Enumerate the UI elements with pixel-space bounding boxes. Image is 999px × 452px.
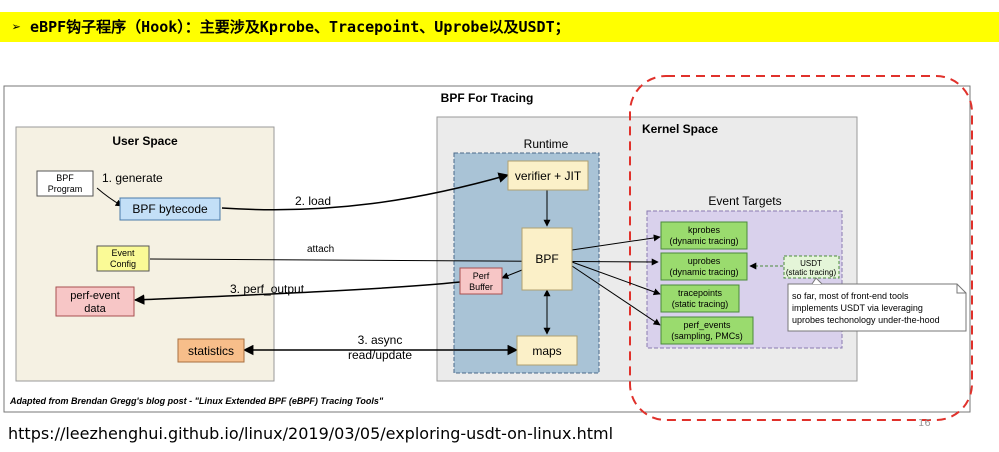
- note-box: [787, 283, 967, 332]
- perf-buffer-line1: Perf: [473, 271, 490, 281]
- verifier-jit-box: [507, 160, 589, 191]
- maps-label: maps: [532, 344, 561, 358]
- label-generate: 1. generate: [102, 171, 163, 185]
- perf-event-data-line2: data: [84, 303, 106, 315]
- verifier-jit-label: verifier + JIT: [515, 169, 582, 183]
- note-line2: implements USDT via leveraging: [792, 303, 923, 313]
- event-config-line1: Event: [111, 248, 135, 258]
- kernel-space-title: Kernel Space: [642, 122, 718, 136]
- edge-bpf-perf-events: [571, 265, 661, 326]
- maps-box: [516, 335, 578, 366]
- source-url[interactable]: https://leezhenghui.github.io/linux/2019…: [8, 424, 614, 443]
- tracepoints-box: [660, 284, 740, 313]
- bpf-bytecode-box: [119, 197, 221, 221]
- header-banner: ➢ eBPF钩子程序（Hook）：主要涉及Kprobe、Tracepoint、U…: [0, 12, 999, 42]
- event-targets-title: Event Targets: [708, 194, 781, 208]
- page-number: 16: [918, 418, 931, 429]
- label-attach: attach: [307, 244, 334, 255]
- user-space-title: User Space: [112, 134, 178, 148]
- usdt-line2: (static tracing): [786, 268, 837, 277]
- uprobes-box: [660, 252, 748, 281]
- event-config-line2: Config: [110, 259, 136, 269]
- uprobes-line2: (dynamic tracing): [669, 267, 738, 277]
- bpf-bytecode-label: BPF bytecode: [132, 202, 208, 216]
- note-fold: [956, 284, 966, 294]
- kprobes-line2: (dynamic tracing): [669, 236, 738, 246]
- diagram-footer: Adapted from Brendan Gregg's blog post -…: [9, 396, 384, 406]
- note-line1: so far, most of front-end tools: [792, 291, 909, 301]
- edge-perf-output: [133, 281, 461, 305]
- label-async-1: 3. async: [358, 333, 403, 347]
- bpf-program-line2: Program: [48, 184, 83, 194]
- runtime-title: Runtime: [524, 137, 569, 151]
- tracepoints-line1: tracepoints: [678, 288, 723, 298]
- kernel-highlight: [629, 75, 973, 421]
- tracepoints-line2: (static tracing): [672, 299, 729, 309]
- label-load: 2. load: [295, 194, 331, 208]
- note-line3: uprobes techonology under-the-hood: [792, 315, 940, 325]
- bpf-program-box: [36, 170, 94, 197]
- statistics-label: statistics: [188, 344, 234, 358]
- perf-events-line2: (sampling, PMCs): [671, 331, 743, 341]
- label-perf-output: 3. perf_output: [230, 282, 305, 296]
- perf-buffer-box: [459, 267, 503, 295]
- edge-attach: [149, 258, 659, 266]
- edge-bpf-kprobes: [571, 234, 661, 251]
- label-async-2: read/update: [348, 348, 412, 362]
- kprobes-box: [660, 221, 748, 250]
- edge-load: [221, 172, 510, 211]
- statistics-box: [177, 338, 245, 363]
- perf-events-box: [660, 316, 754, 345]
- uprobes-line1: uprobes: [688, 256, 721, 266]
- usdt-box: [783, 255, 840, 279]
- kprobes-line1: kprobes: [688, 225, 721, 235]
- diagram-title: BPF For Tracing: [441, 91, 534, 105]
- edge-bpf-tracepoints: [571, 261, 661, 296]
- event-config-box: [96, 245, 150, 272]
- bpf-box: [521, 227, 573, 291]
- bpf-program-line1: BPF: [56, 173, 74, 183]
- perf-event-data-line1: perf-event: [70, 290, 120, 302]
- perf-event-data-box: [55, 286, 135, 317]
- perf-events-line1: perf_events: [683, 320, 731, 330]
- edge-bpf-perfbuffer: [501, 269, 523, 279]
- note-pointer: [811, 277, 823, 285]
- perf-buffer-line2: Buffer: [469, 282, 493, 292]
- usdt-line1: USDT: [800, 259, 822, 268]
- bpf-label: BPF: [535, 252, 558, 266]
